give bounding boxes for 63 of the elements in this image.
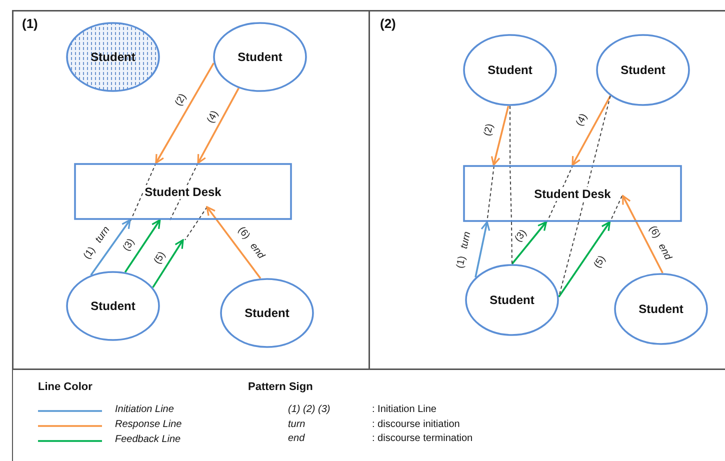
pattern-sign: turn [288,419,306,430]
student-ellipse [614,273,708,345]
student-ellipse [596,34,690,106]
arrow [511,221,548,265]
desk-rectangle [463,165,682,222]
node-label: Student Desk [142,184,224,198]
arrow [490,106,510,166]
edge-label: (2) [173,92,189,108]
arrow [124,219,161,273]
node-label: Student [488,293,536,307]
legend-text: Initiation Line [115,404,174,415]
legend-heading: Line Color [38,381,92,393]
student-ellipse [465,264,559,336]
edge-label: (3) [512,228,530,244]
edge-label: (5) [592,254,608,270]
pattern-sign: end [288,433,305,444]
arrow [155,62,214,164]
arrow [197,88,240,164]
arrow [206,206,262,279]
arrow [572,95,612,166]
arrow [558,221,611,298]
edge-label: (4) [574,112,590,128]
edge-label: (1) turn [454,230,474,270]
connector-line [558,222,580,298]
hatched-student-ellipse [66,22,160,92]
panel-number: (1) [22,16,38,31]
panel-frame [370,10,725,370]
student-ellipse [220,278,314,348]
panel-frame [12,10,370,370]
connector-line [592,95,611,166]
pattern-meaning: : discourse initiation [372,419,460,430]
node-label: Student [486,63,534,77]
student-ellipse [213,22,307,92]
edge-label: (6) end [236,225,266,261]
node-label: Student [244,306,290,320]
pattern-meaning: : Initiation Line [372,404,436,415]
node-label: Student [620,63,666,77]
edge-label: (3) [121,236,137,254]
edge-label: (4) [205,109,221,125]
legend-text: Feedback Line [115,434,181,445]
panel-number: (2) [380,16,396,31]
desk-rectangle [74,163,292,220]
connector-line [511,222,512,264]
arrow [474,221,490,278]
arrow [152,239,184,288]
legend-heading: Pattern Sign [248,381,313,393]
legend-text: Response Line [115,419,182,430]
edge-label: (2) [482,122,496,138]
node-label: Student [90,50,136,64]
edge-label: (5) [152,250,168,266]
arrow [622,194,664,274]
pattern-sign: (1) (2) (3) [288,404,330,415]
node-label: Student Desk [532,186,613,200]
arrow [90,219,131,276]
pattern-meaning: : discourse termination [372,433,473,444]
student-ellipse [463,34,557,106]
edge-label: (6) end [646,224,674,262]
connector-line [510,106,511,166]
node-label: Student [236,50,284,64]
student-ellipse [66,271,160,341]
node-label: Student [90,299,136,313]
edge-label: (1) turn [82,224,112,262]
node-label: Student [638,302,684,316]
